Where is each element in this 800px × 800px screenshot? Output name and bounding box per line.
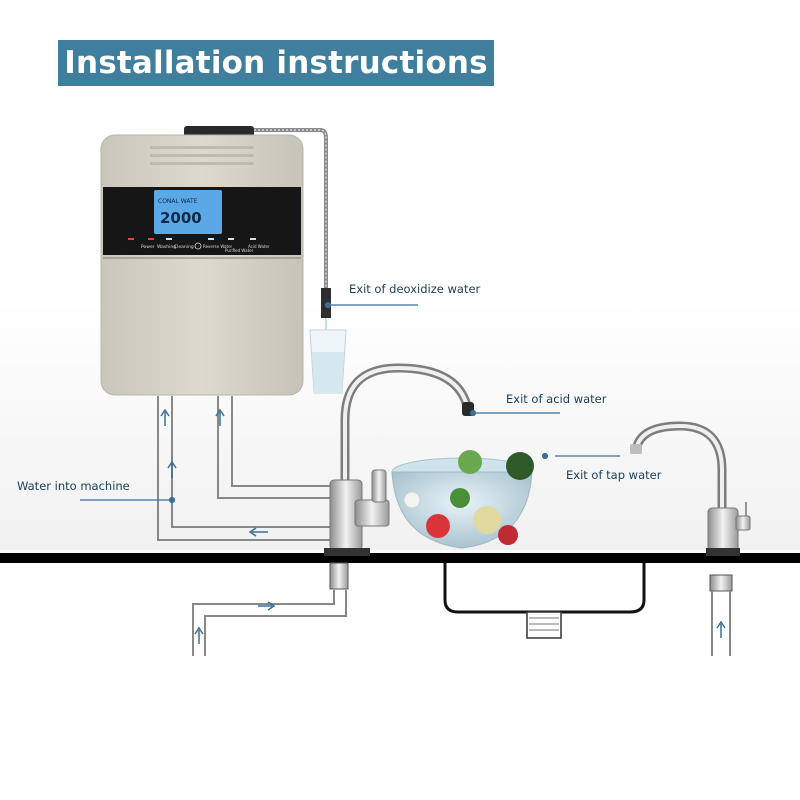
button-label-power: Power [141,244,155,250]
arrow-up-2 [167,460,177,478]
flow-arrows [160,408,726,644]
cabinet-background [0,555,800,800]
label-water-into-machine: Water into machine [17,479,130,493]
machine-pipes [157,396,330,541]
button-label-washing: Washing [157,244,176,250]
ionizer-faucet [324,363,474,556]
button-label-cleaning: Cleaning [174,244,194,250]
lcd-digits: 2000 [160,209,202,227]
indicator-lights [128,238,256,240]
counter-top [0,553,800,563]
cleaning-icon [194,242,202,250]
label-deoxidize-water: Exit of deoxidize water [349,282,481,296]
vegetable-bowl [391,450,534,549]
arrow-right-1 [258,601,276,611]
feed-pipe-outer [192,590,335,656]
tap-supply-pipe [711,591,731,656]
mode-label-reverse: Reverse Water [203,244,233,249]
mode-label-purified: Purified Water [225,248,254,253]
lcd-screen [154,190,222,234]
label-tap-water: Exit of tap water [566,468,662,482]
feed-pipe-inner [204,590,347,656]
arrow-up-3 [215,408,225,426]
callout-leaders [80,301,620,504]
label-acid-water: Exit of acid water [506,392,607,406]
sink-drain [526,611,562,639]
water-ionizer-device: CONAL WATE 2000 Power Washing Cleaning R… [100,126,304,396]
lcd-top-text: CONAL WATE [158,198,198,205]
drain-thread [529,617,559,631]
arrow-up-5 [716,620,726,638]
water-glass [309,329,347,394]
device-body [100,134,304,396]
outlet-hose-texture [254,129,327,290]
page-title: Installation instructions [58,40,494,86]
tap-faucet [630,421,751,556]
page-title-text: Installation instructions [64,45,488,81]
arrow-up-1 [160,408,170,426]
tap-connector [709,574,733,592]
device-vents [150,146,254,165]
arrow-left-1 [248,527,268,537]
mode-label-acid: Acid Water [248,244,270,249]
arrow-up-4 [194,626,204,644]
faucet-connector [329,562,349,590]
